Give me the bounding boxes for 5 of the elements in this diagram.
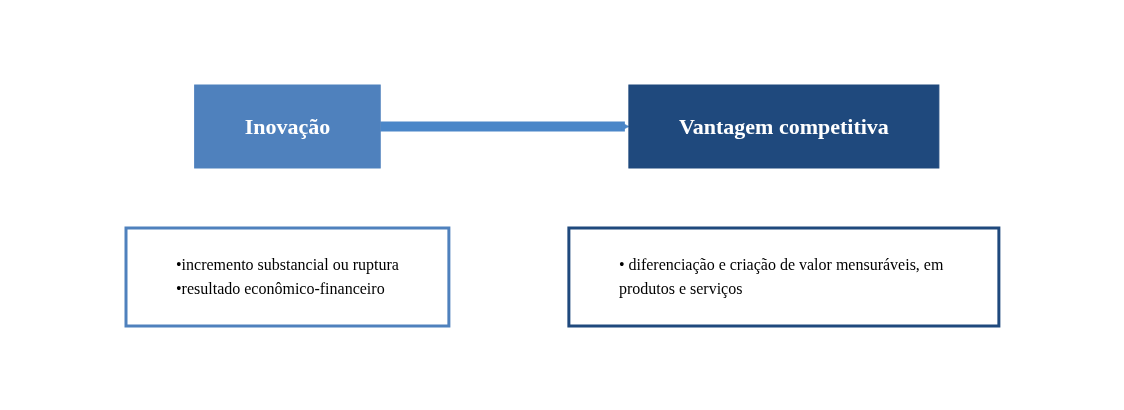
node-box: • diferenciação e criação de valor mensuráveis, em produtos e serviços [566,226,1000,327]
node-box: •incremento substancial ou ruptura •resultado econômico-financeiro [124,226,450,327]
node-box: Inovação [193,84,381,168]
node-box: Vantagem competitiva [627,84,939,168]
arrow [379,121,629,131]
